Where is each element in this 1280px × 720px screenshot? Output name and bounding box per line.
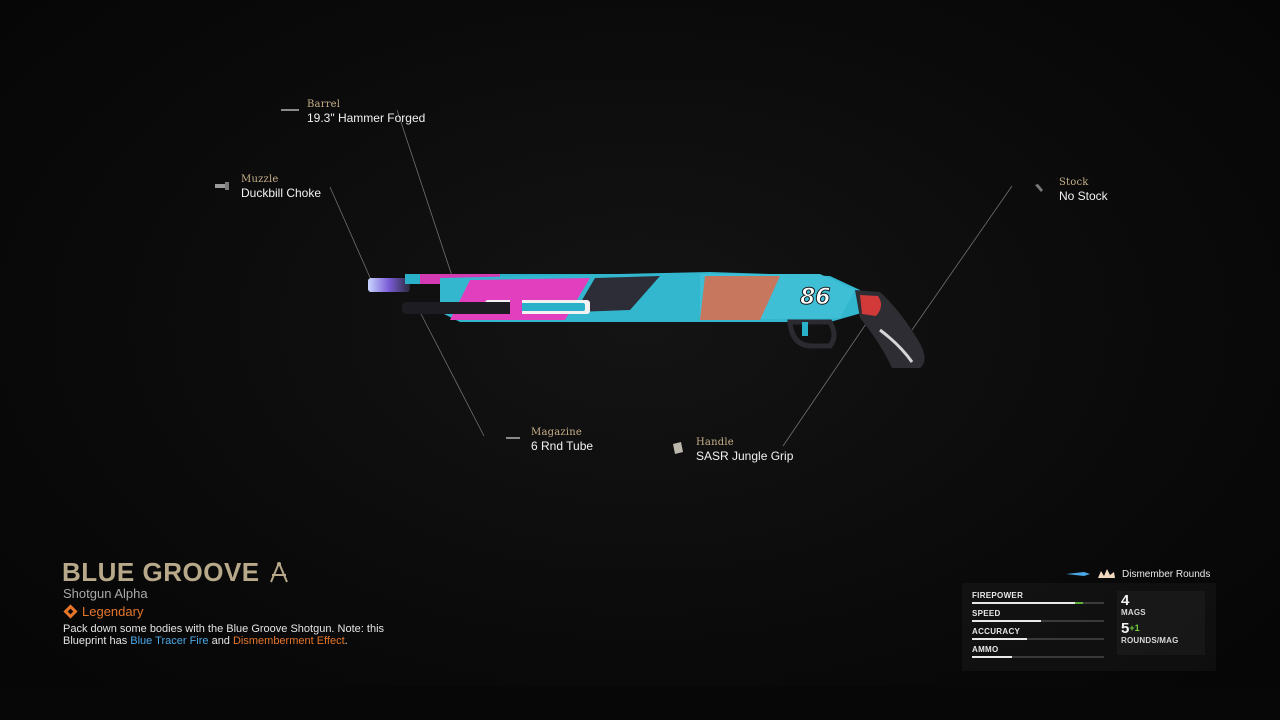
rarity-row: Legendary [63, 604, 143, 619]
dismember-rounds-icon [1098, 569, 1115, 578]
weapon-description: Pack down some bodies with the Blue Groo… [63, 623, 423, 647]
description-text: Pack down some bodies with the Blue Groo… [63, 623, 385, 647]
stat-bar-fill [972, 602, 1075, 604]
muzzle-icon [215, 182, 229, 190]
perk-row: Dismember Rounds [1066, 568, 1210, 580]
attachment-slot-label: Barrel [307, 99, 341, 110]
rounds-count-block: 5+1 ROUNDS/MAG [1121, 621, 1179, 645]
mags-count: 4 [1121, 592, 1130, 609]
rounds-count: 5 [1121, 620, 1130, 637]
stat-bar-fill [972, 638, 1028, 640]
trigger-guard [787, 319, 837, 349]
attachment-handle[interactable]: Handle SASR Jungle Grip [696, 437, 793, 463]
rounds-bonus: +1 [1129, 623, 1140, 633]
weapon-stats-panel: FIREPOWER SPEED ACCURACY AMMO 4 MAGS [962, 583, 1216, 671]
attachment-stock[interactable]: Stock No Stock [1059, 177, 1108, 203]
attachment-name: 6 Rnd Tube [531, 439, 594, 453]
attachment-barrel[interactable]: Barrel 19.3" Hammer Forged [307, 99, 425, 125]
description-text: . [344, 635, 348, 647]
ammo-box: 4 MAGS 5+1 ROUNDS/MAG [1117, 591, 1205, 655]
description-highlight-tracer: Blue Tracer Fire [130, 635, 209, 647]
attachment-magazine[interactable]: Magazine 6 Rnd Tube [531, 427, 593, 453]
attachment-slot-label: Handle [696, 437, 734, 448]
attachment-slot-label: Magazine [531, 427, 582, 438]
weapon-title: BLUE GROOVE [62, 557, 260, 587]
attachment-muzzle[interactable]: Muzzle Duckbill Choke [241, 174, 321, 200]
grip-tape-icon [673, 442, 683, 454]
attachment-name: 19.3" Hammer Forged [307, 111, 426, 125]
stat-accuracy: ACCURACY [972, 627, 1104, 640]
stat-bar-fill [972, 620, 1041, 622]
magazine-icon [506, 437, 520, 439]
stat-label: FIREPOWER [972, 591, 1024, 600]
stat-bar-track [972, 620, 1104, 622]
weapon-base-name: Shotgun Alpha [63, 586, 148, 601]
attachment-name: No Stock [1059, 189, 1108, 203]
stock-icon [1035, 184, 1043, 192]
shotgun-weapon-model[interactable]: 86 [360, 250, 950, 380]
stat-bar-bonus [1074, 602, 1083, 604]
attachment-name: Duckbill Choke [241, 186, 322, 200]
mags-label: MAGS [1121, 608, 1146, 617]
perk-label: Dismember Rounds [1122, 568, 1211, 580]
mags-count-block: 4 MAGS [1121, 593, 1146, 617]
attachment-slot-label: Stock [1059, 177, 1089, 188]
rarity-label: Legendary [82, 604, 144, 619]
stat-bar-track [972, 638, 1104, 640]
decal-number: 86 [800, 285, 831, 310]
description-highlight-dismember: Dismemberment Effect [232, 635, 345, 647]
stat-label: ACCURACY [972, 627, 1021, 636]
description-text: and [208, 635, 233, 647]
stat-speed: SPEED [972, 609, 1104, 622]
rounds-label: ROUNDS/MAG [1121, 636, 1179, 645]
attachment-name: SASR Jungle Grip [696, 449, 794, 463]
muzzle-choke [368, 278, 410, 292]
stat-label: SPEED [972, 609, 1001, 618]
blueprint-compass-icon [270, 562, 288, 583]
magazine-tube [402, 302, 522, 314]
stat-bar-fill [972, 656, 1012, 658]
attachment-slot-label: Muzzle [241, 174, 279, 185]
barrel-icon [281, 109, 299, 111]
stat-bar-track [972, 656, 1104, 658]
blue-tracer-icon [1066, 572, 1090, 576]
stat-firepower: FIREPOWER [972, 591, 1104, 604]
stat-ammo: AMMO [972, 645, 1104, 658]
stat-label: AMMO [972, 645, 999, 654]
stat-bar-track [972, 602, 1104, 604]
bottom-band [0, 686, 1280, 720]
legendary-rarity-icon [63, 604, 78, 619]
